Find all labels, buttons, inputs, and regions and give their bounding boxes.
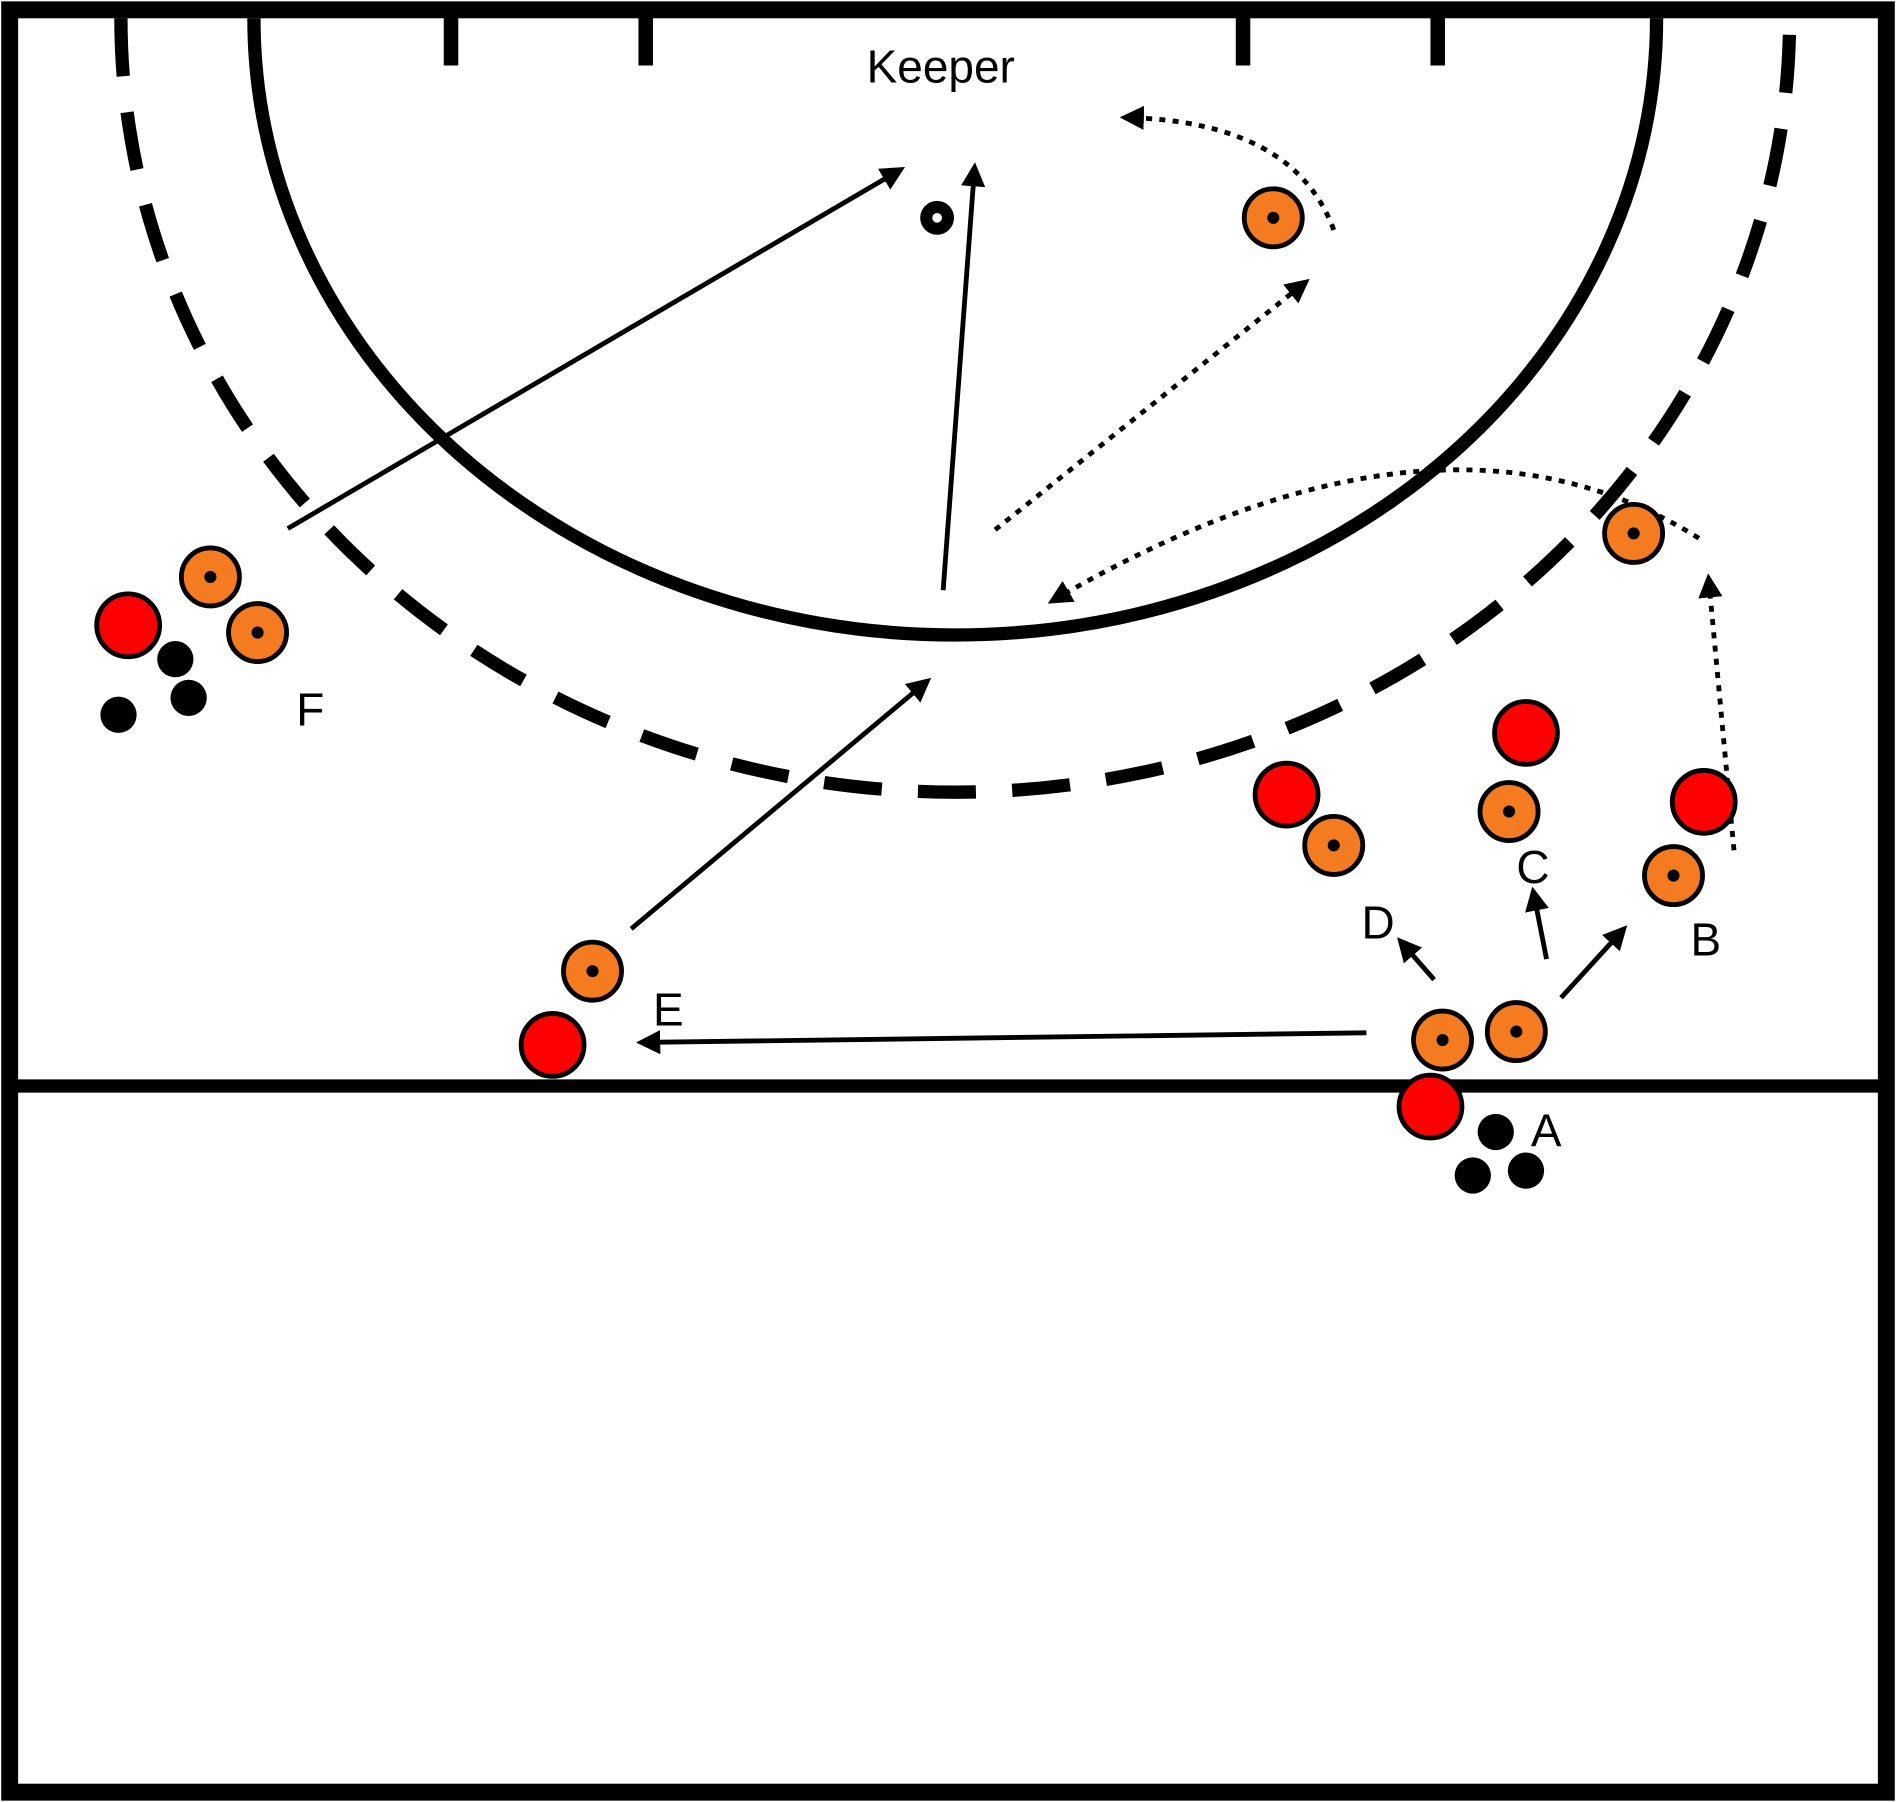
defender-player xyxy=(518,1011,587,1079)
attacker-player xyxy=(561,939,624,1003)
zone-label-e: E xyxy=(653,984,684,1036)
zone-label-c: C xyxy=(1516,841,1549,893)
pass-arrow xyxy=(940,162,986,591)
zone-label-b: B xyxy=(1690,913,1721,965)
run-arrow xyxy=(1119,105,1336,231)
attacker-player xyxy=(226,601,289,664)
pass-arrow xyxy=(636,1030,1367,1055)
ball xyxy=(100,696,137,733)
defender-player xyxy=(1252,760,1321,829)
attacker-player xyxy=(1642,844,1705,908)
attacker-player xyxy=(1411,1008,1474,1072)
pass-arrow xyxy=(1525,886,1549,960)
ball xyxy=(170,679,207,716)
attacker-player xyxy=(178,545,242,609)
ball xyxy=(1507,1152,1545,1189)
pass-arrow xyxy=(1559,925,1628,1000)
pass-arrow xyxy=(1397,937,1436,982)
zone-label-f: F xyxy=(296,684,324,736)
attacker-player xyxy=(1484,1000,1548,1064)
pass-arrow xyxy=(629,677,932,931)
defender-player xyxy=(1669,767,1738,836)
defender-player xyxy=(1396,1072,1465,1141)
run-arrow xyxy=(1047,467,1701,604)
attacker-player xyxy=(1602,501,1666,565)
goal-ticks xyxy=(443,17,1445,66)
keeper-marker xyxy=(920,200,955,235)
zone-label-a: A xyxy=(1531,1104,1562,1156)
ball xyxy=(157,641,194,678)
keeper-label: Keeper xyxy=(867,40,1015,92)
attacker-player xyxy=(1302,813,1366,877)
attacker-player xyxy=(1241,186,1305,250)
defender-player xyxy=(94,591,163,660)
zone-label-d: D xyxy=(1362,896,1395,948)
ball xyxy=(1454,1157,1491,1194)
pass-arrow xyxy=(286,166,906,531)
shooting-circle xyxy=(247,18,1664,642)
defender-player xyxy=(1492,699,1560,767)
dashed-outer-circle xyxy=(114,18,1797,799)
ball xyxy=(1477,1113,1514,1151)
zone-labels: A B C D E F xyxy=(296,684,1721,1157)
attacker-player xyxy=(1477,780,1541,843)
